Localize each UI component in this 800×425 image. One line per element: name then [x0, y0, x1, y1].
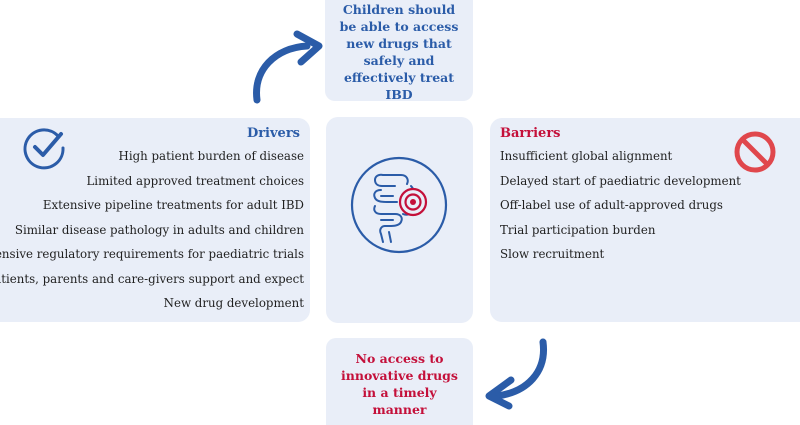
drivers-list: High patient burden of disease Limited a…	[0, 148, 304, 320]
driver-item: New drug development	[163, 296, 304, 310]
checkmark-circle-icon	[23, 128, 65, 170]
prohibited-sign-icon	[734, 131, 776, 173]
barrier-item: Slow recruitment	[500, 247, 605, 261]
driver-item: Limited approved treatment choices	[86, 173, 304, 188]
curved-arrow-down-icon	[485, 338, 547, 410]
goal-box: Children should be able to access new dr…	[325, 0, 473, 102]
drivers-title: Drivers	[246, 126, 300, 141]
drivers-panel: Drivers High patient burden of disease L…	[0, 118, 310, 322]
intestine-target-icon	[350, 156, 448, 254]
barrier-item: Trial participation burden	[500, 222, 656, 237]
goal-text: Children should be able to access new dr…	[339, 1, 459, 102]
barriers-title: Barriers	[500, 126, 561, 141]
barrier-item: Insufficient global alignment	[500, 149, 673, 163]
barriers-list: Insufficient global alignment Delayed st…	[500, 148, 741, 271]
barriers-panel: Barriers Insufficient global alignment D…	[490, 118, 800, 322]
center-panel	[326, 117, 473, 323]
driver-item: Similar disease pathology in adults and …	[14, 222, 304, 237]
barrier-item: Delayed start of paediatric development	[500, 173, 741, 188]
barrier-item: Off-label use of adult-approved drugs	[500, 198, 723, 212]
driver-item: Extensive pipeline treatments for adult …	[42, 198, 304, 212]
curved-arrow-up-icon	[253, 30, 323, 104]
driver-item: Extensive regulatory requirements for pa…	[0, 247, 304, 261]
driver-item: High patient burden of disease	[118, 149, 304, 163]
outcome-box: No access to innovative drugs in a timel…	[326, 338, 473, 425]
driver-item: Patients, parents and care-givers suppor…	[0, 271, 304, 286]
outcome-text: No access to innovative drugs in a timel…	[341, 350, 458, 417]
